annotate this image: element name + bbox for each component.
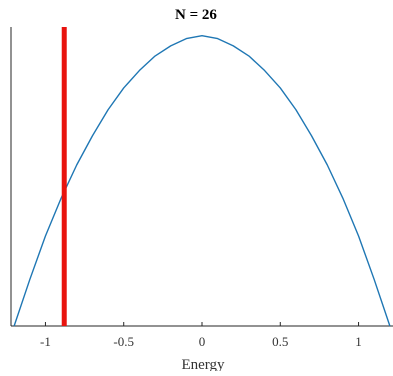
x-axis-label: Energy <box>181 357 225 371</box>
axes-group <box>10 27 393 327</box>
x-tick-label: 0 <box>199 334 206 349</box>
ticks-group: -1 -0.5 0 0.5 1 <box>40 322 362 349</box>
x-tick-label: -0.5 <box>113 334 134 349</box>
x-tick-label: -1 <box>40 334 51 349</box>
x-tick-label: 1 <box>355 334 362 349</box>
series-group <box>13 35 391 327</box>
chart-title: N = 26 <box>175 7 217 23</box>
x-tick-label: 0.5 <box>272 334 288 349</box>
series-line <box>13 35 391 327</box>
